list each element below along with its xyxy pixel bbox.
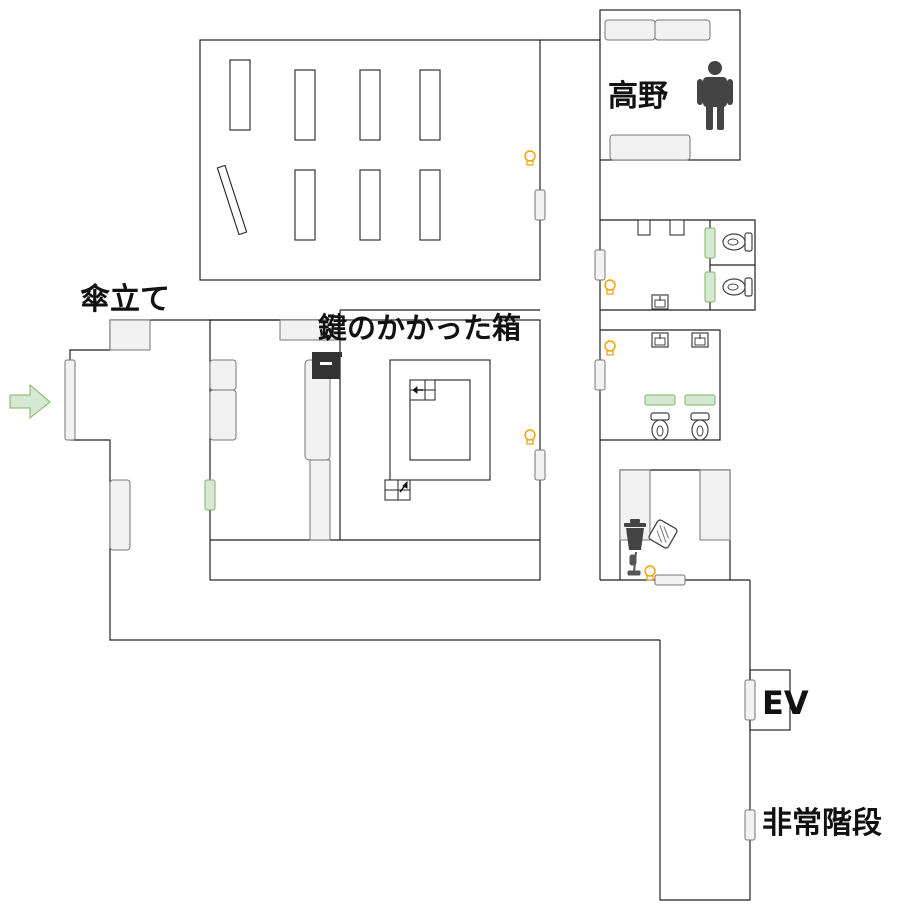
vacuum-cleaner-icon (627, 551, 641, 576)
sink-icon (651, 332, 669, 348)
toilet-icon (650, 412, 670, 441)
toilet-icon (690, 412, 710, 441)
light-bulb-icon (524, 429, 536, 445)
stairs-icon (409, 379, 436, 401)
light-bulb-icon (524, 150, 536, 166)
toilet-icon (722, 232, 753, 252)
person-name-label: 高野 (608, 79, 668, 114)
light-bulb-icon (604, 279, 616, 295)
partition-blocks (637, 219, 685, 236)
cleaning-pad-icon (648, 519, 678, 549)
light-bulb-icon (604, 340, 616, 356)
light-bulb-icon (644, 565, 656, 581)
furniture (64, 19, 756, 841)
emergency-stairs-label: 非常階段 (762, 806, 882, 841)
toilet-icon (722, 277, 753, 297)
display-cabinet (389, 359, 491, 481)
umbrella-stand-label: 傘立て (80, 282, 170, 317)
ev-label: EV (762, 684, 809, 722)
office-desks (216, 59, 441, 241)
sink-icon (691, 332, 709, 348)
trash-can-icon (624, 519, 646, 550)
entry-arrow-icon (9, 383, 51, 420)
sink-icon (651, 294, 669, 310)
stairs-icon (384, 479, 411, 501)
green-doors (204, 227, 716, 511)
person-icon (697, 61, 733, 130)
box-icon (312, 352, 342, 379)
locked-box-label: 鍵のかかった箱 (318, 311, 522, 345)
